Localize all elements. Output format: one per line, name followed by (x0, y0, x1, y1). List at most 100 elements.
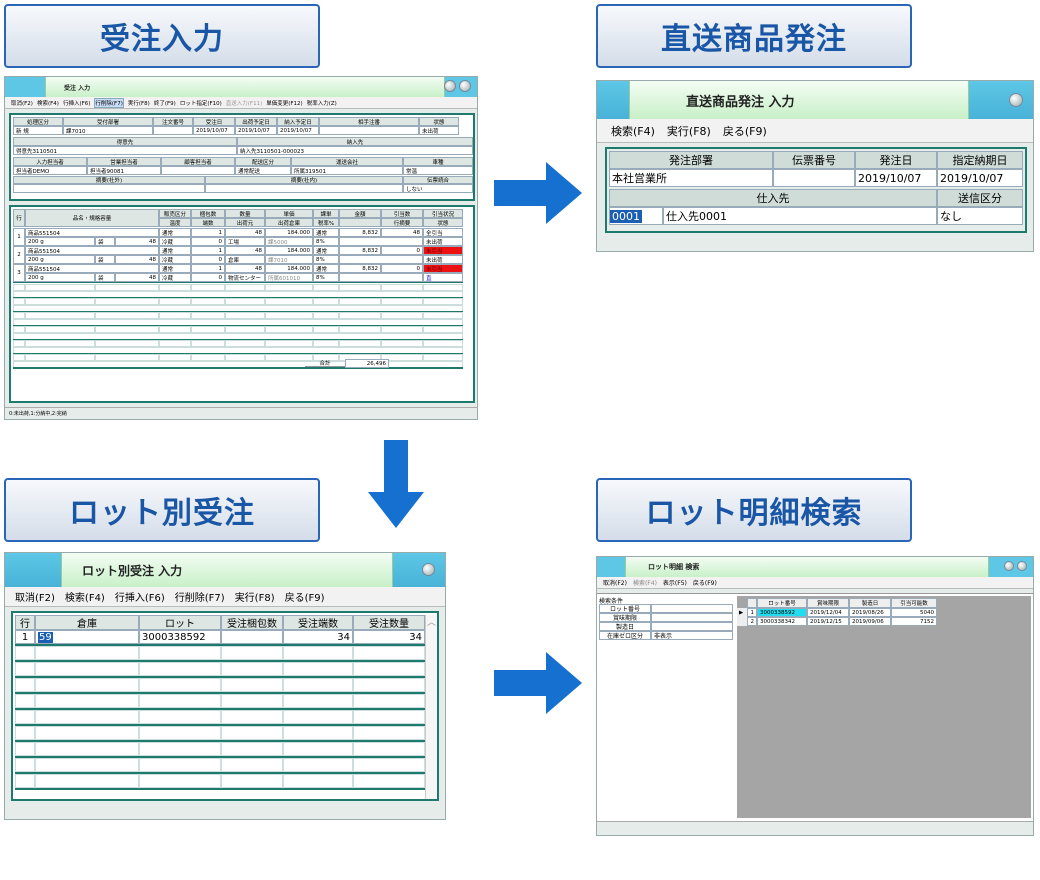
empty-cell[interactable] (221, 646, 283, 660)
empty-cell[interactable] (15, 678, 35, 692)
empty-cell[interactable] (139, 694, 221, 708)
slip-no-field[interactable] (773, 169, 855, 187)
menu-cancel[interactable]: 取消(F2) (11, 100, 33, 107)
source[interactable]: 工場 (225, 237, 265, 246)
empty-cell[interactable] (313, 354, 339, 361)
order-date-field[interactable]: 2019/10/07 (855, 169, 937, 187)
menu-execute[interactable]: 実行(F8) (127, 100, 150, 107)
empty-cell[interactable] (423, 326, 463, 333)
empty-cell[interactable] (35, 774, 139, 788)
sales-cat[interactable]: 通常 (159, 264, 191, 273)
empty-cell[interactable] (139, 726, 221, 740)
empty-cell[interactable] (339, 298, 381, 305)
delivery-type-field[interactable]: 通常配送 (235, 166, 291, 175)
frac[interactable]: 0 (191, 237, 225, 246)
empty-cell[interactable] (353, 742, 425, 756)
price[interactable]: 184.000 (265, 228, 313, 237)
empty-cell[interactable] (95, 284, 159, 291)
empty-cell[interactable] (265, 284, 313, 291)
empty-cell[interactable] (353, 678, 425, 692)
empty-cell[interactable] (139, 662, 221, 676)
empty-cell[interactable] (139, 758, 221, 772)
empty-cell[interactable] (313, 298, 339, 305)
empty-cell[interactable] (265, 298, 313, 305)
cust-staff-field[interactable] (161, 166, 235, 175)
empty-cell[interactable] (221, 694, 283, 708)
qty[interactable]: 48 (225, 228, 265, 237)
empty-cell[interactable] (423, 284, 463, 291)
empty-cell[interactable] (221, 758, 283, 772)
empty-cell[interactable] (283, 678, 353, 692)
source[interactable]: 倉庫 (225, 255, 265, 264)
empty-cell[interactable] (191, 284, 225, 291)
menu-price[interactable]: 単価変更(F12) (266, 100, 303, 107)
minimize-icon[interactable] (1004, 561, 1014, 571)
empty-cell[interactable] (313, 312, 339, 319)
slip-select[interactable]: しない (403, 184, 473, 193)
empty-cell[interactable] (95, 340, 159, 347)
empty-cell[interactable] (283, 774, 353, 788)
empty-cell[interactable] (339, 284, 381, 291)
menu-back[interactable]: 戻る(F9) (722, 124, 767, 138)
empty-cell[interactable] (313, 340, 339, 347)
empty-cell[interactable] (35, 646, 139, 660)
delivery-field[interactable]: 納入先3110501-000023 (237, 146, 473, 155)
empty-cell[interactable] (15, 694, 35, 708)
empty-cell[interactable] (35, 694, 139, 708)
order-no-field[interactable] (153, 126, 193, 135)
cond-input[interactable] (651, 622, 733, 631)
empty-cell[interactable] (381, 298, 423, 305)
empty-cell[interactable] (139, 710, 221, 724)
line-memo[interactable] (339, 273, 423, 282)
sales-staff-field[interactable]: 担当者90081 (87, 166, 161, 175)
empty-cell[interactable] (265, 326, 313, 333)
empty-cell[interactable] (353, 694, 425, 708)
empty-cell[interactable] (381, 312, 423, 319)
menu-search[interactable]: 検索(F4) (64, 593, 105, 604)
empty-cell[interactable] (283, 694, 353, 708)
empty-cell[interactable] (191, 326, 225, 333)
empty-cell[interactable] (225, 354, 265, 361)
empty-cell[interactable] (265, 340, 313, 347)
empty-cell[interactable] (191, 354, 225, 361)
menu-cancel[interactable]: 取消(F2) (603, 580, 627, 587)
line-memo[interactable] (339, 255, 423, 264)
item-name[interactable]: 商品551504 (25, 228, 159, 237)
empty-cell[interactable] (283, 758, 353, 772)
qty[interactable]: 48 (225, 264, 265, 273)
empty-cell[interactable] (225, 298, 265, 305)
empty-cell[interactable] (139, 678, 221, 692)
empty-cell[interactable] (221, 742, 283, 756)
cond-input[interactable] (651, 613, 733, 622)
empty-cell[interactable] (13, 340, 25, 347)
empty-cell[interactable] (13, 298, 25, 305)
menu-lot[interactable]: ロット指定(F10) (179, 100, 222, 107)
empty-cell[interactable] (353, 646, 425, 660)
warehouse[interactable]: 課7010 (265, 255, 313, 264)
vehicle-field[interactable]: 常温 (403, 166, 473, 175)
alloc-state[interactable]: 未引当 (423, 246, 463, 255)
menu-back[interactable]: 戻る(F9) (284, 593, 325, 604)
empty-cell[interactable] (95, 298, 159, 305)
empty-cell[interactable] (13, 354, 25, 361)
memo-ext-field[interactable] (13, 184, 205, 193)
empty-cell[interactable] (353, 774, 425, 788)
empty-cell[interactable] (283, 742, 353, 756)
empty-cell[interactable] (423, 298, 463, 305)
empty-cell[interactable] (221, 678, 283, 692)
tax[interactable]: 通常 (313, 246, 339, 255)
customer-field[interactable]: 得意先3110501 (13, 146, 237, 155)
ship-date-field[interactable]: 2019/10/07 (235, 126, 277, 135)
menu-execute[interactable]: 実行(F8) (234, 593, 275, 604)
price[interactable]: 184.000 (265, 264, 313, 273)
empty-cell[interactable] (423, 312, 463, 319)
empty-cell[interactable] (13, 284, 25, 291)
dept-field[interactable]: 課7010 (63, 126, 153, 135)
empty-cell[interactable] (221, 710, 283, 724)
close-icon[interactable] (422, 563, 435, 576)
menu-exit[interactable]: 終了(F9) (153, 100, 176, 107)
menu-tax[interactable]: 税率入力(Z) (306, 100, 337, 107)
empty-cell[interactable] (283, 726, 353, 740)
menu-search[interactable]: 検索(F4) (36, 100, 59, 107)
empty-cell[interactable] (313, 284, 339, 291)
